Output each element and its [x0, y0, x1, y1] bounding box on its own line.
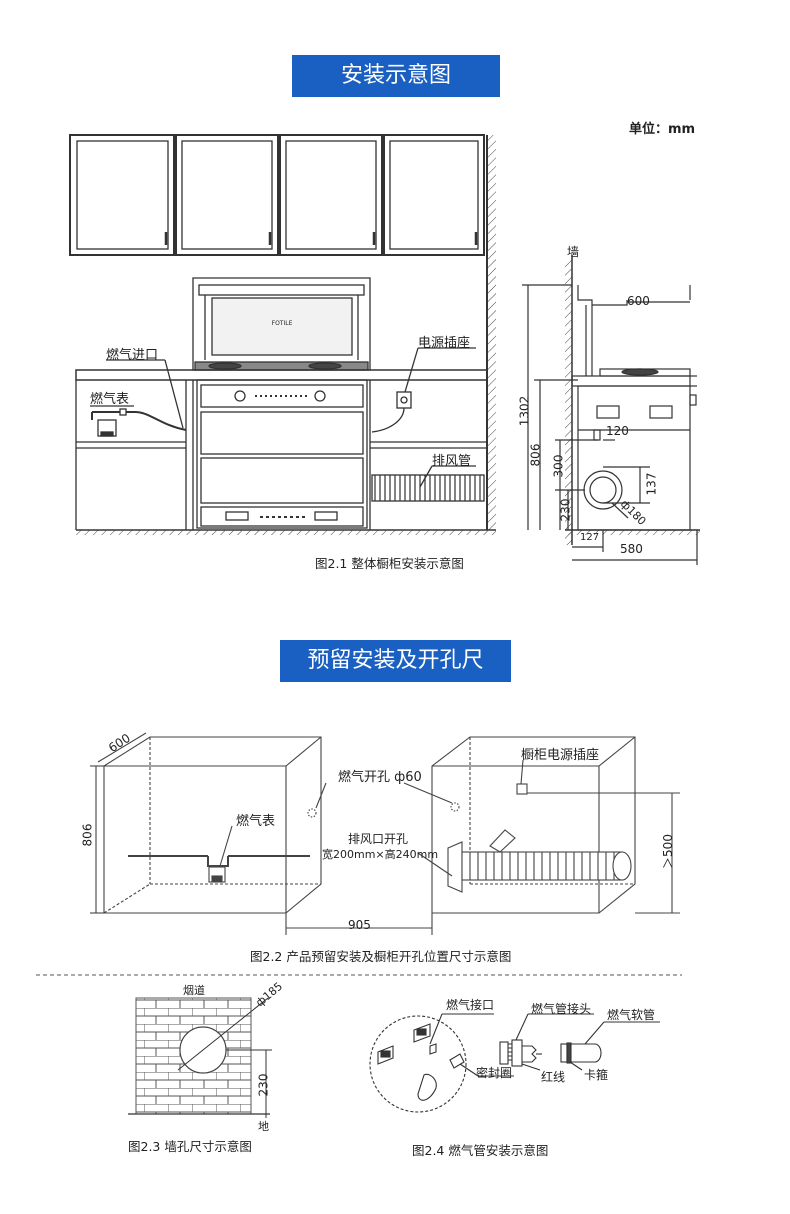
gas-port-label: 燃气接口 — [446, 998, 495, 1012]
exhaust-pipe-elevation — [371, 474, 485, 502]
pipe-joint-label: 燃气管接头 — [531, 1002, 592, 1016]
dim-806: 806 — [528, 443, 543, 467]
unit-label: 单位：mm — [629, 122, 696, 137]
dim-gt-500: ＞500 — [660, 834, 675, 869]
figure-2-3 — [128, 997, 272, 1118]
power-socket-label: 电源插座 — [418, 336, 471, 351]
exhaust-hole-size: 宽200mm×高240mm — [322, 848, 439, 861]
figure-2-2-caption: 图2.2 产品预留安装及橱柜开孔位置尺寸示意图 — [250, 949, 512, 964]
svg-text:FOTILE: FOTILE — [272, 320, 293, 327]
seal-ring-label: 密封圈 — [476, 1066, 513, 1080]
section-title-reserved: 预留安装及开孔尺 — [280, 640, 511, 682]
wall-label: 墙 — [567, 245, 580, 259]
dim-width-905: 905 — [348, 918, 371, 932]
figure-2-4-caption: 图2.4 燃气管安装示意图 — [412, 1143, 549, 1158]
figure-2-1-caption: 图2.1 整体橱柜安装示意图 — [315, 556, 464, 571]
figure-2-4 — [369, 1013, 660, 1113]
dim-300: 300 — [551, 454, 566, 478]
dim-height-806: 806 — [80, 823, 95, 847]
gas-meter-label: 燃气表 — [90, 392, 130, 407]
dim-580: 580 — [620, 542, 643, 556]
dim-600: 600 — [627, 294, 650, 308]
figure-2-3-caption: 图2.3 墙孔尺寸示意图 — [128, 1139, 252, 1154]
figure-2-2 — [90, 732, 680, 935]
dim-127: 127 — [580, 532, 600, 543]
gas-hole-label: 燃气开孔 ф60 — [338, 770, 422, 785]
clamp-label: 卡箍 — [584, 1068, 609, 1082]
dim-1302: 1302 — [517, 395, 532, 427]
red-line-label: 红线 — [541, 1070, 566, 1084]
dim-230-wall: 230 — [256, 1073, 271, 1097]
dim-230: 230 — [558, 498, 573, 522]
figure-2-1: FOTILE — [69, 134, 496, 535]
dim-137: 137 — [644, 472, 659, 496]
ground-label: 地 — [258, 1120, 269, 1133]
dim-120: 120 — [606, 424, 629, 438]
gas-inlet-label: 燃气进口 — [106, 348, 159, 363]
cabinet-socket-label: 橱柜电源插座 — [521, 748, 600, 763]
gas-meter — [91, 408, 187, 437]
upper-cabinets — [69, 134, 485, 256]
exhaust-pipe-label: 排风管 — [432, 454, 472, 469]
exhaust-hole-label: 排风口开孔 — [348, 832, 409, 846]
flue-label: 烟道 — [183, 984, 205, 997]
section-title-installation: 安装示意图 — [292, 55, 500, 97]
range-hood-appliance: FOTILE — [192, 277, 371, 529]
figure-2-1-side-section — [522, 255, 700, 565]
gas-meter-label-2: 燃气表 — [236, 814, 276, 829]
soft-pipe-label: 燃气软管 — [607, 1008, 656, 1022]
